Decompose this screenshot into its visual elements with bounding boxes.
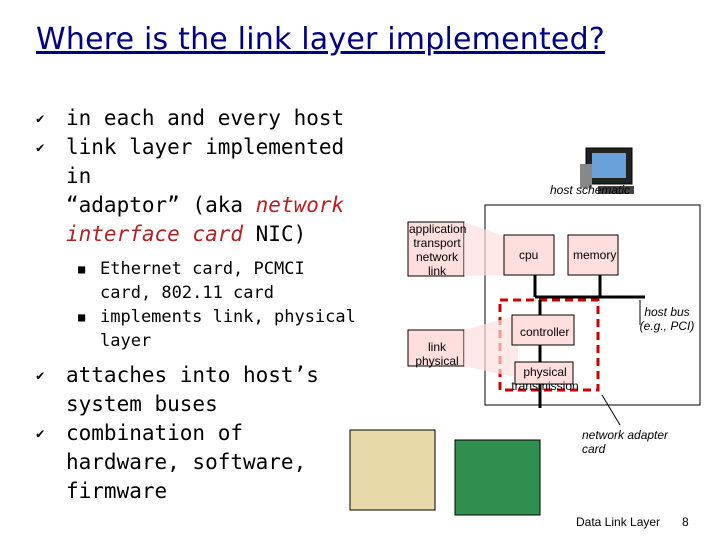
adapter-stack: link physical (415, 340, 459, 368)
bullet-item: ✔ link layer implemented in “adaptor” (a… (36, 135, 345, 246)
bullet-v-icon: ✔ (36, 111, 45, 127)
page-title: Where is the link layer implemented? (36, 22, 605, 57)
computer-icon (580, 147, 634, 194)
host-outline (484, 204, 701, 406)
sub-bullet-item: ■ Ethernet card, PCMCI card, 802.11 card (78, 259, 305, 303)
host-schematic-diagram (349, 147, 701, 516)
ethernet-card-image (454, 439, 541, 516)
sub-bullet-item: ■ implements link, physical layer (78, 307, 356, 351)
highlighted-term: network interface card (66, 193, 345, 246)
protocol-stack: application transport network link (409, 222, 467, 278)
page-number: 8 (682, 515, 689, 529)
square-bullet-icon: ■ (78, 310, 86, 324)
bullet-v-icon: ✔ (36, 140, 45, 156)
bullet-item: ✔ attaches into host’s system buses (36, 363, 319, 416)
bullet-list: ✔ in each and every host ✔ link layer im… (36, 104, 366, 506)
bullet-item: ✔ combination of hardware, software, fir… (36, 421, 307, 503)
wireless-card-image (349, 429, 436, 511)
square-bullet-icon: ■ (78, 262, 86, 276)
bullet-v-icon: ✔ (36, 368, 45, 384)
bullet-item: ✔ in each and every host (36, 104, 366, 133)
footer-label: Data Link Layer (576, 515, 661, 529)
bullet-v-icon: ✔ (36, 426, 45, 442)
